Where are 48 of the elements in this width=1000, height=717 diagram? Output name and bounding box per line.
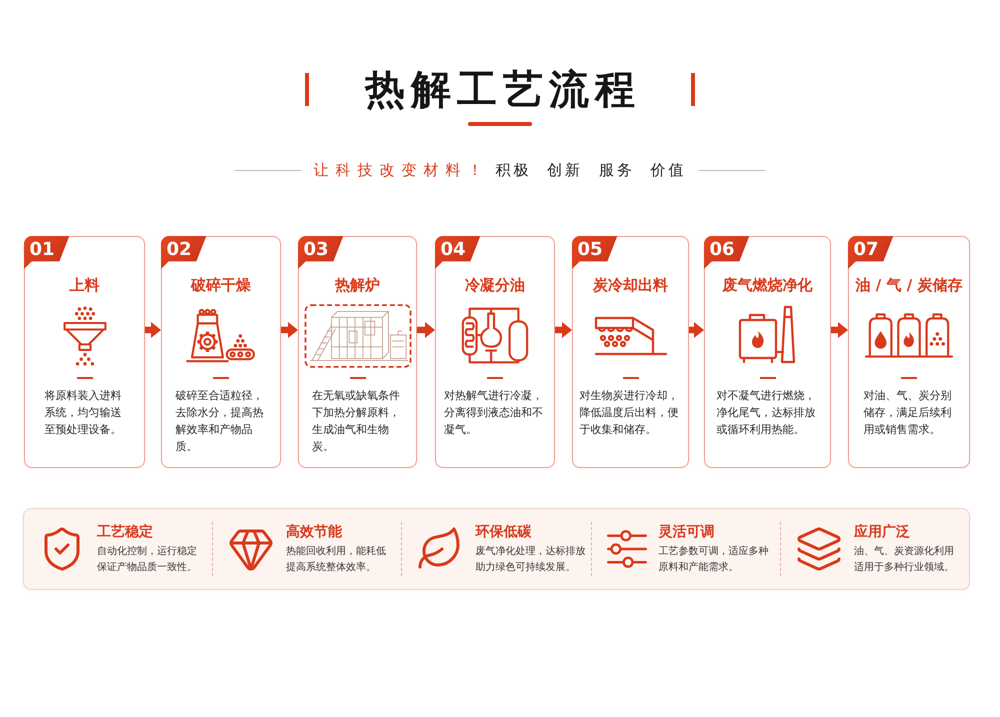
- arrow: [281, 322, 298, 338]
- step-number-tab: 01: [24, 236, 70, 270]
- step-title: 油 / 气 / 炭储存: [856, 275, 962, 295]
- step-number-tab: 04: [434, 236, 480, 270]
- feature-title: 高效节能: [286, 522, 344, 540]
- step-description: 对热解气进行冷凝，分离得到液态油和不凝气。: [444, 388, 544, 438]
- step-description: 对油、气、炭分别储存，满足后续利用或销售需求。: [863, 388, 952, 438]
- step-card: [161, 236, 281, 468]
- feature-description: 工艺参数可调，适应多种原料和产能需求。: [658, 544, 770, 574]
- feature-title: 工艺稳定: [97, 522, 154, 540]
- arrow: [555, 322, 572, 338]
- feature-title: 灵活可调: [658, 522, 716, 540]
- page-title: 热解工艺流程: [363, 66, 641, 114]
- step-card: [298, 236, 417, 468]
- step-title: 废气燃烧净化: [722, 275, 812, 295]
- feature-description: 热能回收利用，能耗低提高系统整体效率。: [286, 544, 388, 574]
- step-description: 破碎至合适粒径，去除水分，提高热解效率和产物品质。: [175, 388, 264, 455]
- arrow: [145, 322, 161, 338]
- step-number-tab: 05: [572, 236, 618, 270]
- feature-title: 环保低碳: [475, 522, 532, 540]
- step-title: 上料: [70, 275, 100, 295]
- step-title: 冷凝分油: [465, 275, 525, 295]
- step-number-tab: 03: [298, 236, 344, 270]
- step-card: [704, 236, 831, 468]
- arrow: [831, 322, 848, 338]
- feature-title: 应用广泛: [854, 522, 911, 540]
- step-title: 热解炉: [335, 275, 380, 295]
- step-description: 对不凝气进行燃烧，净化尾气，达标排放或循环利用热能。: [716, 388, 816, 438]
- arrow: [689, 322, 704, 338]
- step-title: 炭冷却出料: [593, 275, 668, 295]
- feature-description: 油、气、炭资源化利用适用于多种行业领域。: [854, 544, 955, 574]
- feature-description: 废气净化处理，达标排放助力绿色可持续发展。: [475, 544, 586, 574]
- step-title: 破碎干燥: [191, 275, 251, 295]
- slogan-text: 让科技改变材料！: [313, 160, 490, 180]
- step-number-tab: 06: [704, 236, 750, 270]
- values-text: 积极 创新 服务 价值: [495, 160, 687, 180]
- step-card: [435, 236, 555, 468]
- step-number-tab: 02: [160, 236, 206, 270]
- step-number-tab: 07: [848, 236, 894, 270]
- step-description: 对生物炭进行冷却，降低温度后出料，便于收集和储存。: [579, 388, 680, 438]
- step-description: 将原料装入进料系统，均匀输送至预处理设备。: [44, 388, 122, 438]
- step-card: [24, 236, 145, 468]
- step-card: [848, 236, 970, 468]
- arrow: [417, 322, 435, 338]
- step-card: [572, 236, 689, 468]
- step-description: 在无氧或缺氧条件下加热分解原料，生成油气和生物炭。: [312, 388, 401, 455]
- feature-description: 自动化控制，运行稳定保证产物品质一致性。: [97, 544, 198, 574]
- feature-panel: [23, 508, 970, 590]
